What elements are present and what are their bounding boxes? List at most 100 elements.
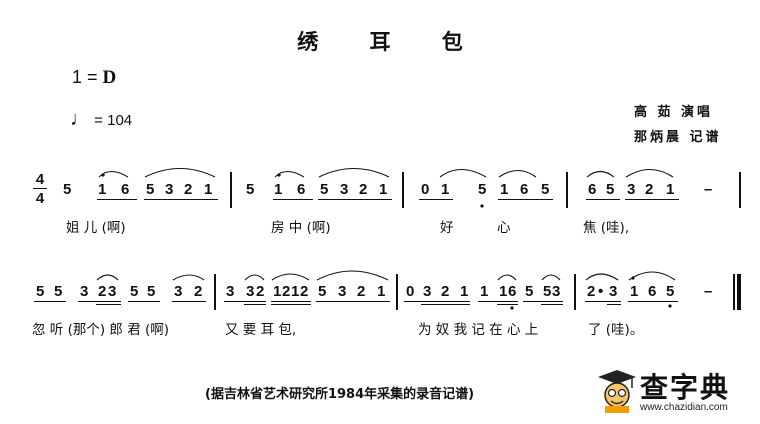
slur xyxy=(316,270,389,281)
slur xyxy=(541,274,561,281)
note: 5 xyxy=(525,283,534,300)
slur xyxy=(96,274,119,281)
beam xyxy=(34,301,66,303)
note: 6 xyxy=(297,181,306,198)
note: 1 xyxy=(291,283,300,300)
note: 5 xyxy=(54,283,63,300)
beam xyxy=(144,199,218,201)
final-barline-thick xyxy=(737,274,741,310)
note: 5 xyxy=(63,181,72,198)
note: 1 xyxy=(98,181,107,198)
beam xyxy=(586,199,620,201)
beam xyxy=(585,301,621,303)
barline xyxy=(739,172,741,208)
barline xyxy=(402,172,404,208)
beam xyxy=(498,199,553,201)
note: 6 xyxy=(520,181,529,198)
note: 1 xyxy=(273,283,282,300)
beam xyxy=(271,304,311,306)
note: 3 xyxy=(609,283,618,300)
note: 2 xyxy=(256,283,265,300)
note: 3 xyxy=(552,283,561,300)
slur xyxy=(318,168,390,178)
note: 3 xyxy=(165,181,174,198)
note: 1 xyxy=(204,181,213,198)
note: 3 xyxy=(174,283,183,300)
watermark-logo: 查字典 www.chazidian.com xyxy=(596,364,756,420)
transcriber-credit: 那炳晨 记谱 xyxy=(634,130,722,145)
slur xyxy=(144,168,216,178)
note: 3 xyxy=(423,283,432,300)
beam xyxy=(421,304,470,306)
dash: – xyxy=(704,283,713,300)
beam xyxy=(271,301,311,303)
barline xyxy=(230,172,232,208)
lyric: 了 (哇)。 xyxy=(588,322,644,338)
lyric: 姐 儿 (啊) xyxy=(66,220,126,236)
barline xyxy=(396,274,398,310)
high-octave-dot xyxy=(631,276,635,280)
note: 3 xyxy=(338,283,347,300)
note: 3 xyxy=(340,181,349,198)
note: 1 xyxy=(274,181,283,198)
lyric: 心 xyxy=(497,220,511,236)
tempo-marking: ♩ = 104 xyxy=(70,108,132,131)
note: 2 xyxy=(357,283,366,300)
note: 5 xyxy=(541,181,550,198)
slur xyxy=(628,271,676,281)
high-octave-dot xyxy=(277,173,281,177)
beam xyxy=(97,199,137,201)
beam xyxy=(273,199,313,201)
low-octave-dot xyxy=(480,204,484,208)
note: 1 xyxy=(377,283,386,300)
note: 3 xyxy=(80,283,89,300)
note: 0 xyxy=(421,181,430,198)
note: 6 xyxy=(508,283,517,300)
note: 2 xyxy=(98,283,107,300)
beam xyxy=(497,304,518,306)
note: 1 xyxy=(630,283,639,300)
graduate-mascot-icon xyxy=(598,370,636,413)
note: 2 xyxy=(184,181,193,198)
note: 5 xyxy=(147,283,156,300)
note: 1 xyxy=(666,181,675,198)
barline xyxy=(574,274,576,310)
note: 2 xyxy=(587,283,596,300)
tempo-value: = 104 xyxy=(94,112,133,129)
note: 5 xyxy=(543,283,552,300)
key-note: D xyxy=(102,67,117,88)
note: 1 xyxy=(480,283,489,300)
beam xyxy=(316,301,390,303)
key-signature: 1 = D xyxy=(72,67,116,89)
note: 1 xyxy=(499,283,508,300)
dot: • xyxy=(598,283,604,300)
slur xyxy=(498,169,537,178)
low-octave-dot xyxy=(668,304,672,308)
note: 5 xyxy=(666,283,675,300)
note: 6 xyxy=(588,181,597,198)
lyric: 忽 听 (那个) 郎 君 (啊) xyxy=(32,322,170,338)
lyric: 好 xyxy=(440,220,454,236)
note: 2 xyxy=(645,181,654,198)
lyric: 又 要 耳 包, xyxy=(225,322,297,338)
key-prefix: 1 = xyxy=(72,67,98,87)
note: 2 xyxy=(282,283,291,300)
slur xyxy=(625,168,674,178)
beam xyxy=(128,301,160,303)
note: 5 xyxy=(130,283,139,300)
note: 5 xyxy=(606,181,615,198)
note: 5 xyxy=(246,181,255,198)
note: 5 xyxy=(36,283,45,300)
note: 1 xyxy=(500,181,509,198)
slur xyxy=(244,274,265,281)
time-signature-line xyxy=(33,188,47,190)
note: 1 xyxy=(379,181,388,198)
final-barline-thin xyxy=(733,274,735,310)
slur xyxy=(271,273,310,281)
song-title: 绣 耳 包 xyxy=(297,30,485,54)
watermark-name: 查字典 xyxy=(640,371,731,404)
high-octave-dot xyxy=(101,173,105,177)
singer-credit: 高 茹 演唱 xyxy=(634,105,714,120)
